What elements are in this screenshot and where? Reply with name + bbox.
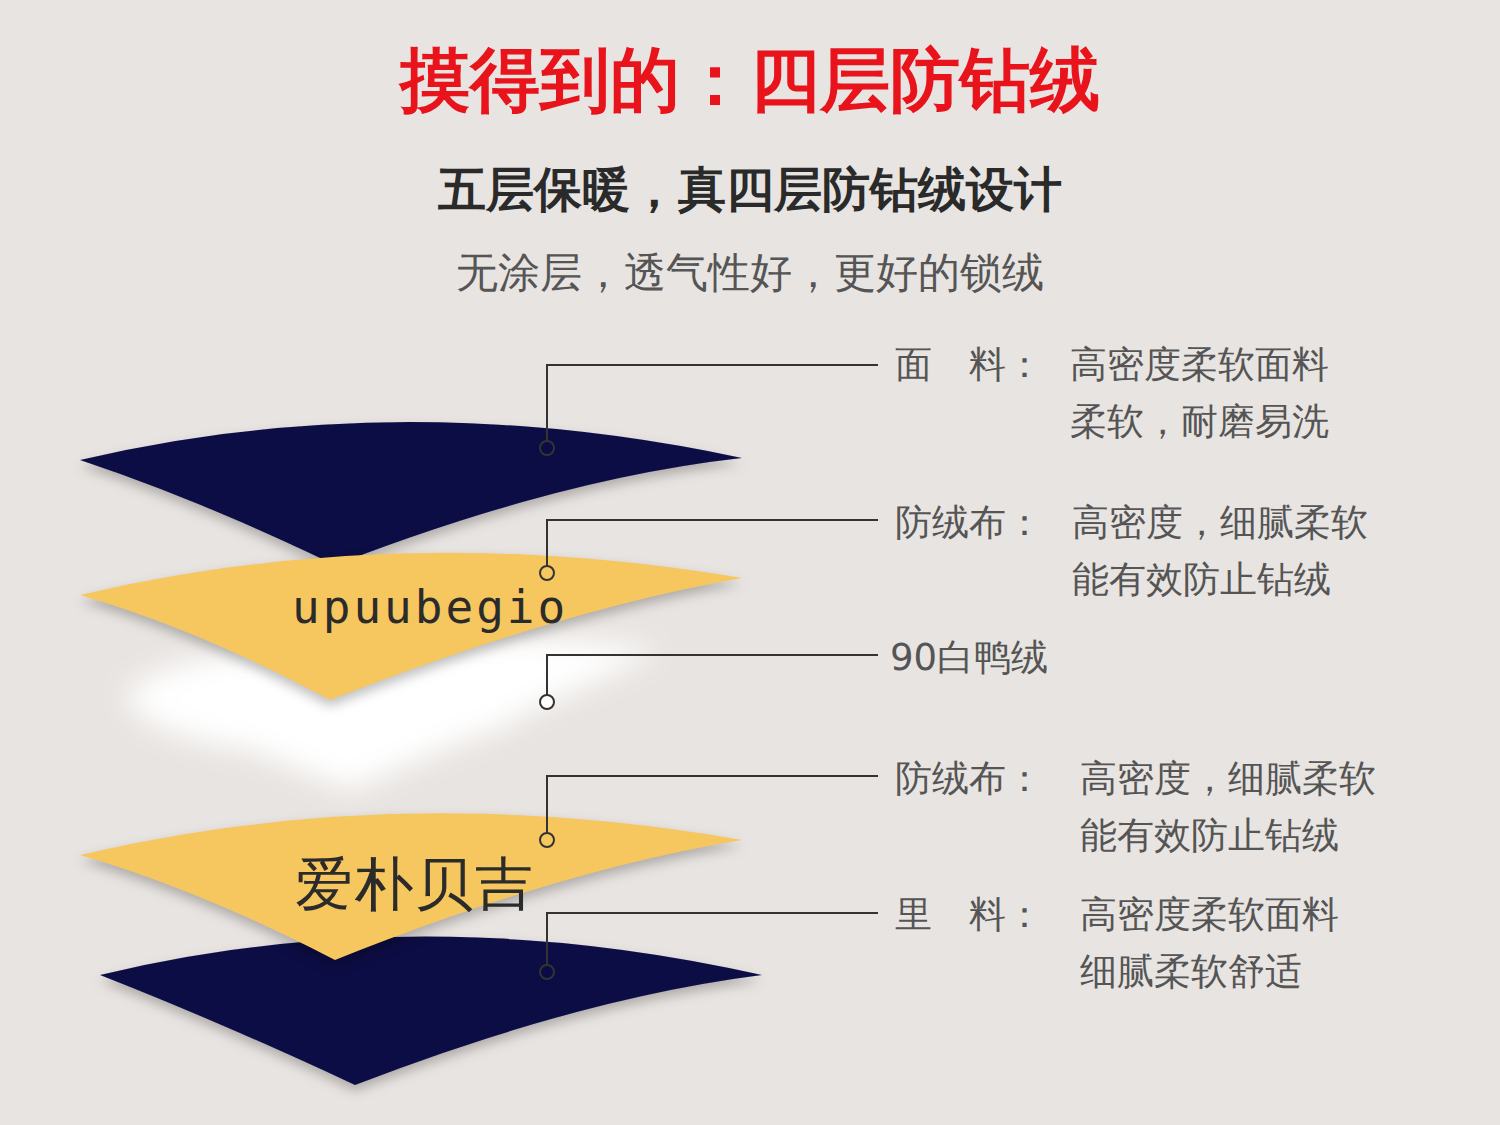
outer-fabric-layer [80, 422, 742, 565]
band-fill [80, 553, 742, 700]
leader-dot [540, 441, 554, 455]
part-description: 高密度柔软面料 柔软，耐磨易洗 [1070, 336, 1344, 450]
part-name: 防绒布： [895, 750, 1043, 807]
leader-line [547, 520, 878, 573]
subtitle: 五层保暖，真四层防钻绒设计 [0, 152, 1500, 226]
title: 摸得到的：四层防钻绒 [0, 38, 1500, 122]
leader-dot [540, 833, 554, 847]
leader-line [547, 655, 878, 700]
leader-line [547, 365, 878, 448]
subtitle-note: 无涂层，透气性好，更好的锁绒 [0, 240, 1500, 305]
leader-dot [540, 695, 554, 709]
lining-layer [100, 937, 762, 1086]
part-description: 高密度，细腻柔软 能有效防止钻绒 [1080, 750, 1391, 864]
leader-line [547, 913, 878, 972]
band-text: upuubegio [292, 582, 568, 633]
leader-line [547, 776, 878, 840]
part-name: 90白鸭绒 [890, 629, 1048, 686]
band-text: 爱朴贝吉 [295, 853, 535, 917]
fabric-band: upuubegio [80, 515, 742, 705]
part-name: 防绒布： [895, 494, 1043, 551]
part-name: 里 料： [895, 886, 1043, 943]
fabric-band: 爱朴贝吉 [80, 775, 742, 965]
leader-dot [540, 566, 554, 580]
part-name: 面 料： [895, 336, 1043, 393]
part-description: 高密度，细腻柔软 能有效防止钻绒 [1072, 494, 1383, 608]
band-fill [80, 813, 742, 960]
part-description: 高密度柔软面料 细腻柔软舒适 [1080, 886, 1354, 1000]
leader-dot [540, 965, 554, 979]
